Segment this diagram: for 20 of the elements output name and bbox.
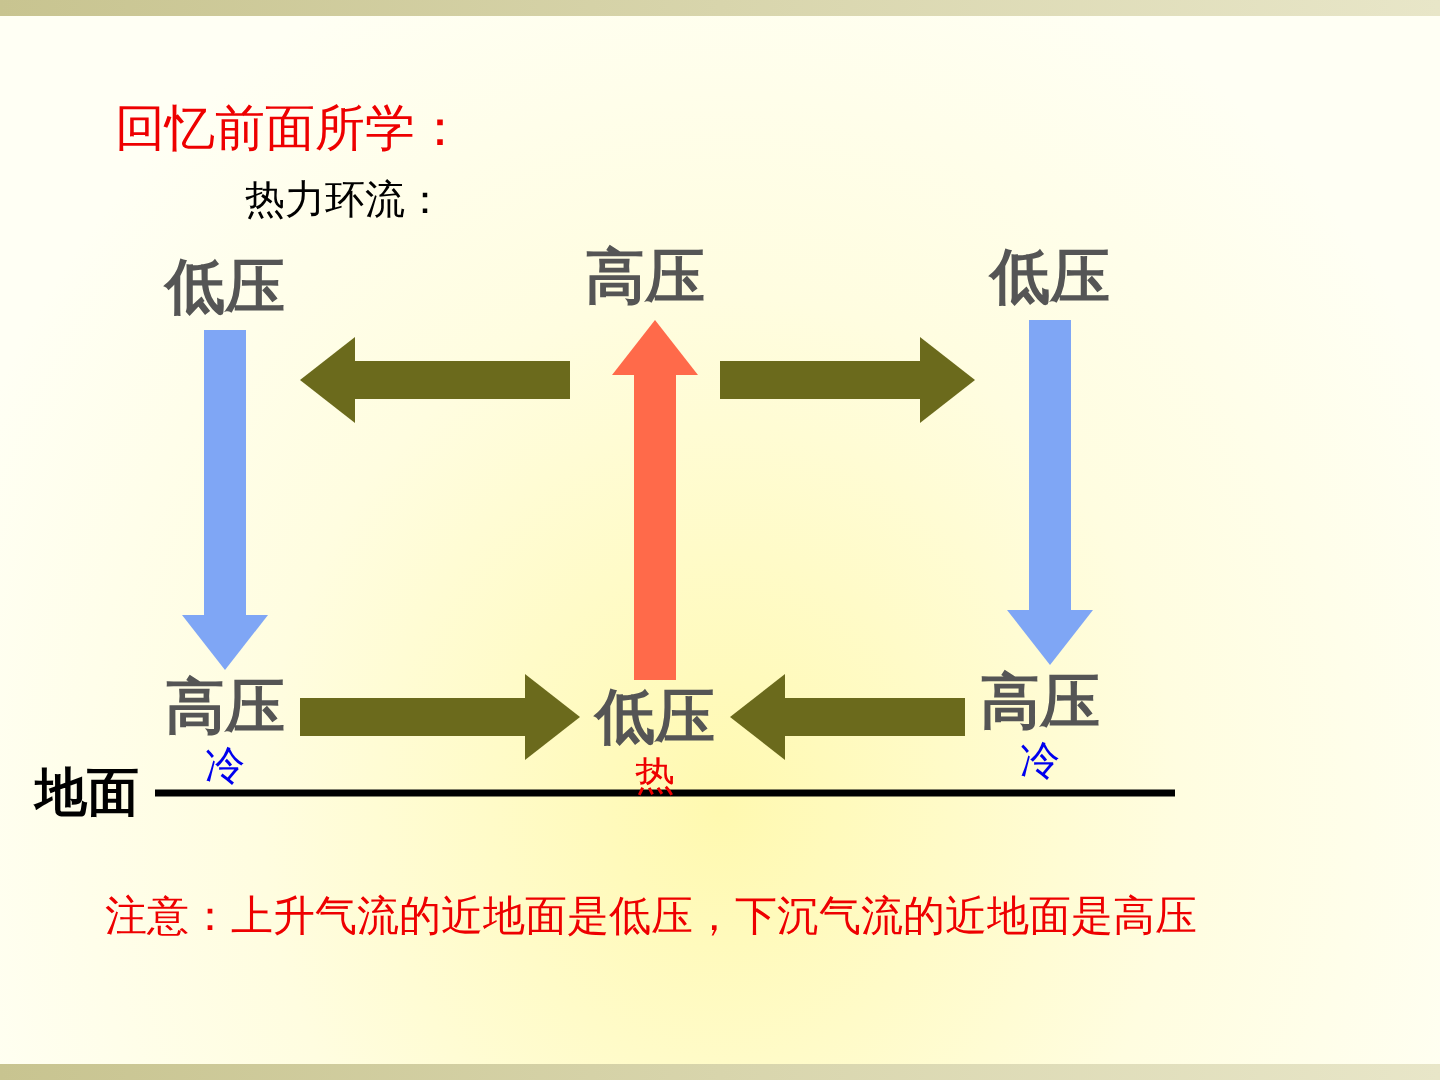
- arrow: [182, 330, 268, 670]
- arrow: [612, 320, 698, 680]
- arrow: [720, 337, 975, 423]
- arrow: [730, 674, 965, 760]
- pressure-label: 高压: [980, 665, 1100, 737]
- ground-label: 地面: [35, 761, 139, 824]
- pressure-label: 低压: [990, 240, 1110, 312]
- pressure-label: 低压: [165, 250, 285, 322]
- temperature-label: 冷: [1020, 737, 1060, 783]
- heading-text: 热力环流：: [245, 175, 445, 224]
- pressure-label: 高压: [165, 670, 285, 742]
- temperature-label: 热: [635, 752, 675, 798]
- title: 回忆前面所学：: [115, 98, 465, 159]
- arrow: [1007, 320, 1093, 665]
- arrow: [300, 674, 580, 760]
- arrow: [300, 337, 570, 423]
- temperature-label: 冷: [205, 742, 245, 788]
- pressure-label: 高压: [585, 240, 705, 312]
- pressure-label: 低压: [595, 680, 715, 752]
- caption: 注意：上升气流的近地面是低压，下沉气流的近地面是高压: [105, 890, 1197, 942]
